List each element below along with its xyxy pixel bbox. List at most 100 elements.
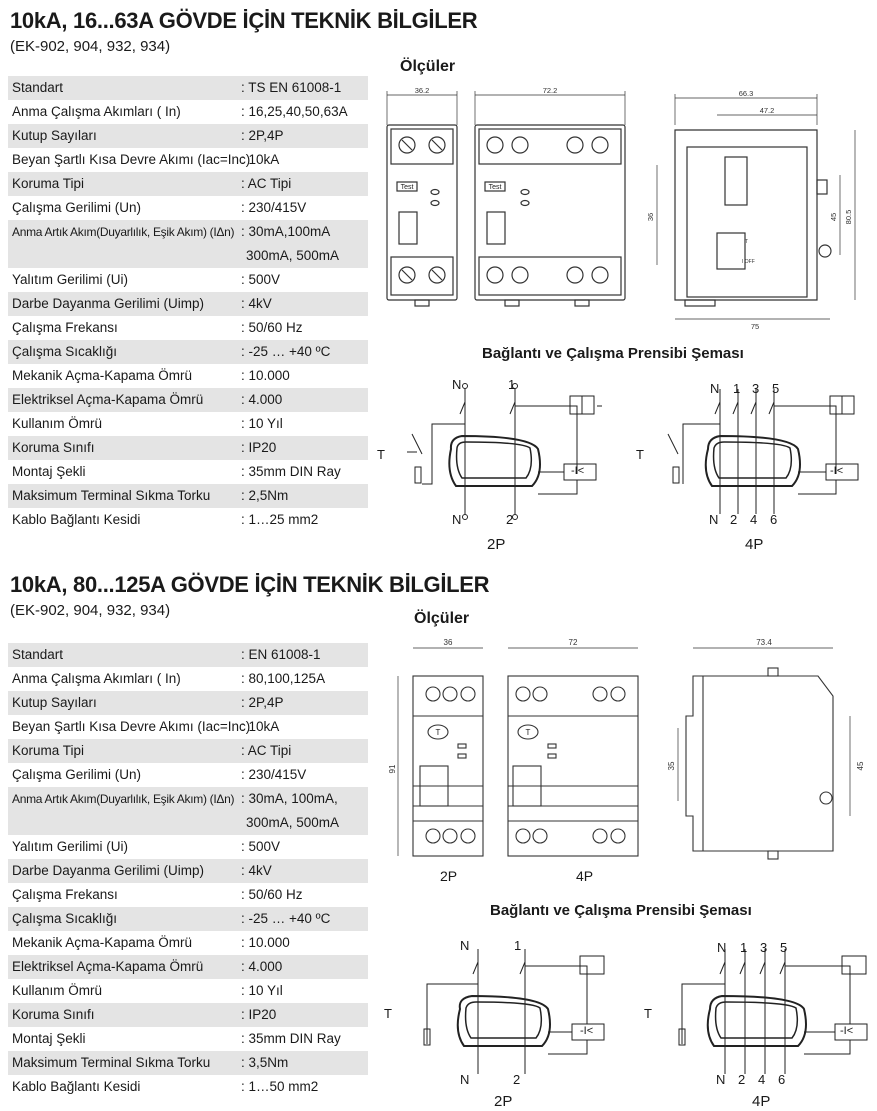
spec-value: : EN 61008-1	[241, 647, 321, 662]
side-off-tag: I OFF	[742, 259, 755, 265]
spec-label: Çalışma Sıcaklığı	[12, 911, 118, 926]
side-view	[674, 129, 832, 307]
schema-4p-bottom-4: 4	[758, 1072, 766, 1087]
spec-row: Koruma Sınıfı: IP20	[8, 1003, 368, 1027]
spec-row: Standart: TS EN 61008-1	[8, 76, 368, 100]
schema-4p-top-5: 5	[780, 940, 788, 955]
spec-label: Standart	[12, 647, 64, 662]
spec-label: Anma Artık Akım(Duyarlılık, Eşik Akım) (…	[12, 225, 235, 239]
spec-row: Koruma Tipi: AC Tipi	[8, 739, 368, 763]
spec-label: Elektriksel Açma-Kapama Ömrü	[12, 392, 204, 407]
dim-width-2p: 36.2	[415, 86, 430, 95]
spec-label: Koruma Tipi	[12, 176, 85, 191]
spec-row: Montaj Şekli: 35mm DIN Ray	[8, 1027, 368, 1051]
spec-row: Darbe Dayanma Gerilimi (Uimp): 4kV	[8, 292, 368, 316]
spec-value: : 4.000	[241, 392, 283, 407]
spec-label: Çalışma Gerilimi (Un)	[12, 200, 142, 215]
spec-value: : IP20	[241, 1007, 277, 1022]
spec-row: Maksimum Terminal Sıkma Torku: 3,5Nm	[8, 1051, 368, 1075]
schema-4p-top-n: N	[710, 381, 720, 396]
spec-value: : 2P,4P	[241, 695, 284, 710]
schema-2p-top-1: 1	[508, 377, 516, 392]
spec-row: Mekanik Açma-Kapama Ömrü: 10.000	[8, 931, 368, 955]
spec-row: Koruma Tipi: AC Tipi	[8, 172, 368, 196]
spec-value: : 500V	[241, 272, 281, 287]
schema-4p-bottom-4: 4	[750, 512, 758, 527]
spec-label: Kutup Sayıları	[12, 695, 97, 710]
schema-4p-top-3: 3	[752, 381, 760, 396]
spec-label: Kutup Sayıları	[12, 128, 97, 143]
spec-row: Anma Çalışma Akımları ( In): 80,100,125A	[8, 667, 368, 691]
spec-row: Darbe Dayanma Gerilimi (Uimp): 4kV	[8, 859, 368, 883]
section-title: 10kA, 80...125A GÖVDE İÇİN TEKNİK BİLGİL…	[10, 572, 490, 597]
schema-title: Bağlantı ve Çalışma Prensibi Şeması	[482, 345, 744, 362]
spec-label: Çalışma Sıcaklığı	[12, 344, 118, 359]
spec-value: : 10 Yıl	[241, 416, 283, 431]
spec-value: : 30mA,100mA	[241, 224, 331, 239]
front-view-4p	[474, 124, 626, 307]
spec-value: : 1…25 mm2	[241, 512, 319, 527]
spec-label: Kablo Bağlantı Kesidi	[12, 512, 141, 527]
spec-value: : TS EN 61008-1	[241, 80, 342, 95]
spec-row: Elektriksel Açma-Kapama Ömrü: 4.000	[8, 955, 368, 979]
spec-value: : 3,5Nm	[241, 1055, 289, 1070]
schema-4p-top-3: 3	[760, 940, 768, 955]
wiring-schema-4p	[678, 949, 868, 1074]
test-label-4p: Test	[489, 184, 502, 191]
spec-label: Çalışma Gerilimi (Un)	[12, 767, 142, 782]
spec-label: Darbe Dayanma Gerilimi (Uimp)	[12, 863, 205, 878]
dim-height-35: 35	[667, 761, 676, 770]
dimensions-title: Ölçüler	[400, 58, 456, 75]
dim-depth: 75	[751, 322, 759, 331]
front-view-4p	[507, 675, 639, 857]
spec-label: Montaj Şekli	[12, 1031, 86, 1046]
spec-label: Anma Çalışma Akımları ( In)	[12, 671, 181, 686]
spec-label: Kullanım Ömrü	[12, 983, 103, 998]
side-view	[685, 667, 834, 860]
dim-height-45: 45	[829, 213, 838, 221]
spec-value: : 2P,4P	[241, 128, 284, 143]
dim-height-36: 36	[646, 213, 655, 221]
spec-label: Mekanik Açma-Kapama Ömrü	[12, 935, 193, 950]
schema-2p-caption: 2P	[487, 536, 506, 553]
dimensions-title: Ölçüler	[414, 610, 470, 627]
spec-row: Anma Artık Akım(Duyarlılık, Eşik Akım) (…	[8, 220, 368, 268]
schema-title: Bağlantı ve Çalışma Prensibi Şeması	[490, 902, 752, 919]
spec-value: : 4.000	[241, 959, 283, 974]
section-title: 10kA, 16...63A GÖVDE İÇİN TEKNİK BİLGİLE…	[10, 8, 478, 33]
dim-height-45: 45	[856, 761, 865, 770]
schema-4p-relay: -I<	[840, 1025, 854, 1037]
spec-value: : 230/415V	[241, 767, 307, 782]
spec-value: : 10 Yıl	[241, 983, 283, 998]
spec-label: Yalıtım Gerilimi (Ui)	[12, 839, 128, 854]
spec-row: Anma Artık Akım(Duyarlılık, Eşik Akım) (…	[8, 787, 368, 835]
spec-value: : 2,5Nm	[241, 488, 289, 503]
spec-label: Montaj Şekli	[12, 464, 86, 479]
schema-4p-bottom-2: 2	[730, 512, 738, 527]
view-label-4p: 4P	[576, 868, 594, 884]
front-view-2p	[386, 124, 458, 307]
section-subtitle: (EK-902, 904, 932, 934)	[10, 602, 171, 619]
view-label-2p: 2P	[440, 868, 458, 884]
dim-width-2p: 36	[444, 638, 453, 647]
dim-height-80: 80.5	[844, 210, 853, 225]
spec-row: Maksimum Terminal Sıkma Torku: 2,5Nm	[8, 484, 368, 508]
spec-value: : 16,25,40,50,63A	[241, 104, 348, 119]
spec-row: Kutup Sayıları : 2P,4P	[8, 691, 368, 715]
spec-value: : 35mm DIN Ray	[241, 464, 341, 479]
spec-label: Anma Çalışma Akımları ( In)	[12, 104, 181, 119]
test-label-2p: Test	[401, 184, 414, 191]
spec-label: Kullanım Ömrü	[12, 416, 103, 431]
dimensions-drawing: 36.2 72.2 66.3 47.2 75 36 45 80.5 Test	[386, 86, 856, 331]
front-view-2p	[412, 675, 484, 857]
spec-row: Çalışma Sıcaklığı: -25 … +40 ºC	[8, 340, 368, 364]
dimensions-drawing: 36 72 73.4 91 35 45 T T	[388, 638, 865, 860]
wiring-schema-2p	[407, 383, 602, 520]
section-16-63a: 10kA, 16...63A GÖVDE İÇİN TEKNİK BİLGİLE…	[0, 0, 877, 555]
dim-width-inner: 47.2	[760, 106, 775, 115]
spec-value-continued: 300mA, 500mA	[246, 815, 340, 830]
spec-row: Mekanik Açma-Kapama Ömrü: 10.000	[8, 364, 368, 388]
spec-row: Beyan Şartlı Kısa Devre Akımı (Iac=Inc):…	[8, 148, 368, 172]
schema-4p-relay: -I<	[830, 465, 844, 477]
spec-value: : 50/60 Hz	[241, 320, 303, 335]
